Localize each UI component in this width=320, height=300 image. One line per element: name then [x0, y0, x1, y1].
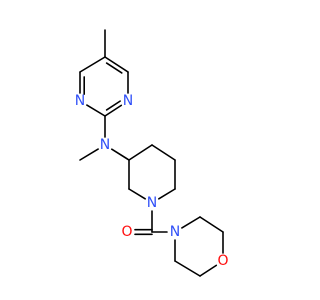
atom-label-o_carbonyl: O: [121, 224, 132, 240]
bond-c_m1-c_m2: [199, 216, 224, 233]
bonds-layer: [79, 29, 224, 277]
bond-c_pip4-c_pip5: [151, 144, 176, 161]
bond-n_py3-c_py2-outer: [104, 104, 123, 117]
bond-n_amine-c_nme: [79, 148, 99, 161]
atom-label-n_amine: N: [100, 137, 110, 153]
bond-c_py5-c_py4-outer: [104, 56, 129, 73]
bond-c_pip3-c_pip4: [128, 144, 153, 161]
atom-label-o_morph: O: [217, 253, 228, 269]
bond-c_py2-n_py1: [86, 104, 106, 117]
bond-n_morph-c_m1: [181, 216, 201, 229]
atom-label-n_py1: N: [75, 93, 85, 109]
bond-c_py5-c_py4-inner: [105, 62, 123, 74]
atom-label-n_pip1: N: [147, 195, 157, 211]
bond-c_pip6-n_pip1: [158, 188, 176, 200]
bond-n_py3-c_py2-inner: [105, 100, 121, 111]
bond-o_morph-c_m3: [199, 264, 218, 277]
atom-label-n_py3: N: [123, 93, 133, 109]
bond-n_pip1-c_pip2: [128, 188, 146, 200]
atom-label-n_morph: N: [170, 224, 180, 240]
bond-c_m3-c_m4: [174, 260, 201, 277]
bond-n_amine-c_pip3: [110, 148, 130, 161]
bond-c_py6-c_py5: [79, 56, 106, 73]
